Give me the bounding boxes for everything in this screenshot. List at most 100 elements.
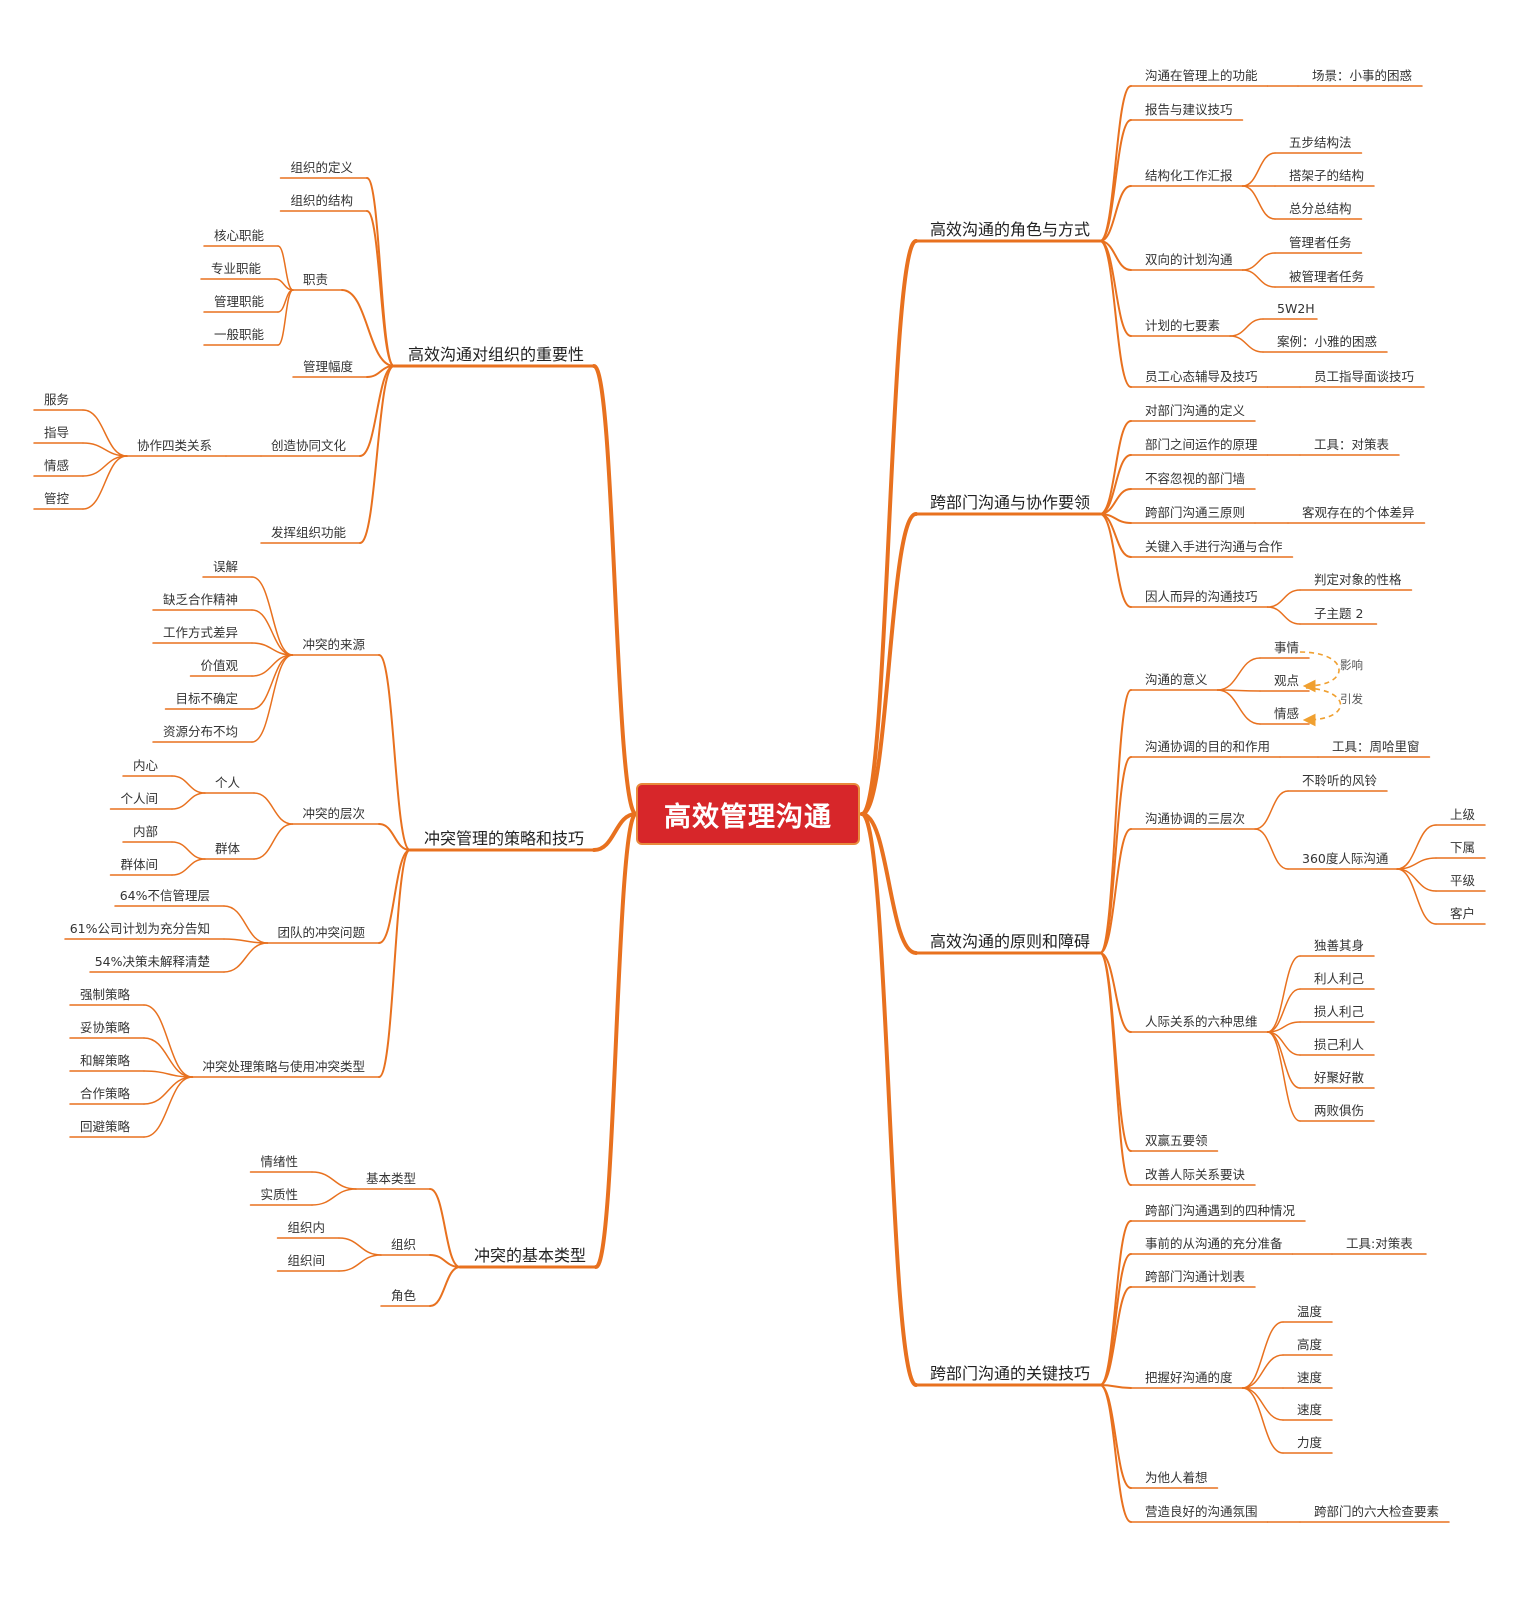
leaf-topic[interactable]: 上级 xyxy=(1450,807,1476,822)
subtopic[interactable]: 关键入手进行沟通与合作 xyxy=(1145,539,1283,554)
main-branch-topic[interactable]: 冲突的基本类型 xyxy=(474,1246,586,1265)
subtopic[interactable]: 因人而异的沟通技巧 xyxy=(1145,589,1258,604)
subtopic[interactable]: 不容忽视的部门墙 xyxy=(1145,471,1245,486)
main-branch-topic[interactable]: 高效沟通的角色与方式 xyxy=(930,220,1090,239)
detail-topic[interactable]: 强制策略 xyxy=(80,987,131,1002)
main-branch-topic[interactable]: 冲突管理的策略和技巧 xyxy=(424,829,584,848)
subtopic[interactable]: 管理幅度 xyxy=(303,359,354,374)
detail-topic[interactable]: 客观存在的个体差异 xyxy=(1302,505,1415,520)
detail-topic[interactable]: 缺乏合作精神 xyxy=(163,592,238,607)
detail-topic[interactable]: 和解策略 xyxy=(80,1053,131,1068)
detail-topic[interactable]: 速度 xyxy=(1297,1402,1323,1417)
subtopic[interactable]: 计划的七要素 xyxy=(1145,318,1220,333)
leaf-topic[interactable]: 平级 xyxy=(1450,873,1476,888)
subtopic[interactable]: 冲突处理策略与使用冲突类型 xyxy=(202,1059,365,1074)
detail-topic[interactable]: 情绪性 xyxy=(260,1154,298,1169)
detail-topic[interactable]: 工作方式差异 xyxy=(163,625,238,640)
subtopic[interactable]: 创造协同文化 xyxy=(271,438,347,453)
detail-topic[interactable]: 场景：小事的困惑 xyxy=(1312,68,1412,83)
subtopic[interactable]: 跨部门沟通计划表 xyxy=(1145,1269,1246,1284)
subtopic[interactable]: 结构化工作汇报 xyxy=(1145,168,1233,183)
subtopic[interactable]: 沟通协调的三层次 xyxy=(1145,811,1245,826)
leaf-topic[interactable]: 下属 xyxy=(1450,840,1475,855)
subtopic[interactable]: 跨部门沟通遇到的四种情况 xyxy=(1145,1203,1296,1218)
detail-topic[interactable]: 力度 xyxy=(1297,1435,1323,1450)
subtopic[interactable]: 沟通在管理上的功能 xyxy=(1145,68,1258,83)
subtopic[interactable]: 员工心态辅导及技巧 xyxy=(1145,369,1258,384)
leaf-topic[interactable]: 个人间 xyxy=(120,791,158,806)
subtopic[interactable]: 为他人着想 xyxy=(1145,1470,1208,1485)
detail-topic[interactable]: 被管理者任务 xyxy=(1289,269,1364,284)
detail-topic[interactable]: 误解 xyxy=(213,559,238,574)
detail-topic[interactable]: 工具:对策表 xyxy=(1346,1236,1413,1251)
detail-topic[interactable]: 员工指导面谈技巧 xyxy=(1314,369,1414,384)
subtopic[interactable]: 报告与建议技巧 xyxy=(1145,102,1233,117)
detail-topic[interactable]: 子主题 2 xyxy=(1314,606,1363,621)
subtopic[interactable]: 营造良好的沟通氛围 xyxy=(1145,1504,1258,1519)
detail-topic[interactable]: 资源分布不均 xyxy=(163,724,238,739)
detail-topic[interactable]: 5W2H xyxy=(1277,301,1315,316)
detail-topic[interactable]: 事情 xyxy=(1274,640,1299,655)
subtopic[interactable]: 事前的从沟通的充分准备 xyxy=(1145,1236,1283,1251)
detail-topic[interactable]: 管理职能 xyxy=(214,294,265,309)
subtopic[interactable]: 组织的结构 xyxy=(290,193,353,208)
detail-topic[interactable]: 判定对象的性格 xyxy=(1314,572,1402,587)
detail-topic[interactable]: 一般职能 xyxy=(214,327,265,342)
subtopic[interactable]: 基本类型 xyxy=(366,1171,416,1186)
detail-topic[interactable]: 五步结构法 xyxy=(1289,135,1352,150)
detail-topic[interactable]: 跨部门的六大检查要素 xyxy=(1314,1504,1439,1519)
detail-topic[interactable]: 工具：周哈里窗 xyxy=(1332,739,1420,754)
detail-topic[interactable]: 个人 xyxy=(215,775,241,790)
detail-topic[interactable]: 价值观 xyxy=(200,658,238,673)
subtopic[interactable]: 职责 xyxy=(303,272,328,287)
detail-topic[interactable]: 回避策略 xyxy=(80,1119,131,1134)
subtopic[interactable]: 部门之间运作的原理 xyxy=(1145,437,1258,452)
detail-topic[interactable]: 速度 xyxy=(1297,1370,1323,1385)
detail-topic[interactable]: 不聆听的风铃 xyxy=(1302,773,1378,788)
detail-topic[interactable]: 损己利人 xyxy=(1314,1037,1365,1052)
main-branch-topic[interactable]: 跨部门沟通的关键技巧 xyxy=(930,1364,1090,1383)
leaf-topic[interactable]: 群体间 xyxy=(120,857,158,872)
detail-topic[interactable]: 高度 xyxy=(1297,1337,1323,1352)
leaf-topic[interactable]: 内部 xyxy=(133,824,158,839)
subtopic[interactable]: 冲突的来源 xyxy=(302,637,365,652)
subtopic[interactable]: 团队的冲突问题 xyxy=(277,925,365,940)
detail-topic[interactable]: 两败俱伤 xyxy=(1314,1103,1364,1118)
detail-topic[interactable]: 54%决策未解释清楚 xyxy=(95,954,211,969)
detail-topic[interactable]: 核心职能 xyxy=(214,228,265,243)
subtopic[interactable]: 冲突的层次 xyxy=(302,806,365,821)
leaf-topic[interactable]: 情感 xyxy=(44,458,69,473)
subtopic[interactable]: 双向的计划沟通 xyxy=(1145,252,1233,267)
detail-topic[interactable]: 搭架子的结构 xyxy=(1289,168,1364,183)
detail-topic[interactable]: 好聚好散 xyxy=(1314,1070,1365,1085)
central-topic[interactable]: 高效管理沟通 xyxy=(636,783,860,845)
detail-topic[interactable]: 妥协策略 xyxy=(80,1020,131,1035)
subtopic[interactable]: 发挥组织功能 xyxy=(271,525,347,540)
detail-topic[interactable]: 案例：小雅的困惑 xyxy=(1277,334,1377,349)
detail-topic[interactable]: 64%不信管理层 xyxy=(120,888,210,903)
subtopic[interactable]: 角色 xyxy=(391,1288,417,1303)
subtopic[interactable]: 组织的定义 xyxy=(290,160,353,175)
detail-topic[interactable]: 专业职能 xyxy=(211,261,262,276)
subtopic[interactable]: 组织 xyxy=(391,1237,416,1252)
leaf-topic[interactable]: 客户 xyxy=(1450,906,1475,921)
detail-topic[interactable]: 温度 xyxy=(1297,1304,1323,1319)
detail-topic[interactable]: 目标不确定 xyxy=(175,691,238,706)
detail-topic[interactable]: 工具：对策表 xyxy=(1314,437,1390,452)
main-branch-topic[interactable]: 高效沟通对组织的重要性 xyxy=(408,345,584,364)
detail-topic[interactable]: 独善其身 xyxy=(1314,938,1364,953)
detail-topic[interactable]: 实质性 xyxy=(260,1187,298,1202)
detail-topic[interactable]: 群体 xyxy=(215,841,241,856)
leaf-topic[interactable]: 管控 xyxy=(44,491,70,506)
detail-topic[interactable]: 组织间 xyxy=(287,1253,325,1268)
detail-topic[interactable]: 情感 xyxy=(1274,706,1299,721)
detail-topic[interactable]: 协作四类关系 xyxy=(137,438,212,453)
subtopic[interactable]: 沟通的意义 xyxy=(1145,672,1208,687)
subtopic[interactable]: 沟通协调的目的和作用 xyxy=(1145,739,1270,754)
detail-topic[interactable]: 360度人际沟通 xyxy=(1302,851,1389,866)
subtopic[interactable]: 双赢五要领 xyxy=(1145,1133,1208,1148)
leaf-topic[interactable]: 服务 xyxy=(44,392,69,407)
subtopic[interactable]: 跨部门沟通三原则 xyxy=(1145,505,1245,520)
detail-topic[interactable]: 损人利己 xyxy=(1314,1004,1364,1019)
subtopic[interactable]: 改善人际关系要诀 xyxy=(1145,1167,1246,1182)
